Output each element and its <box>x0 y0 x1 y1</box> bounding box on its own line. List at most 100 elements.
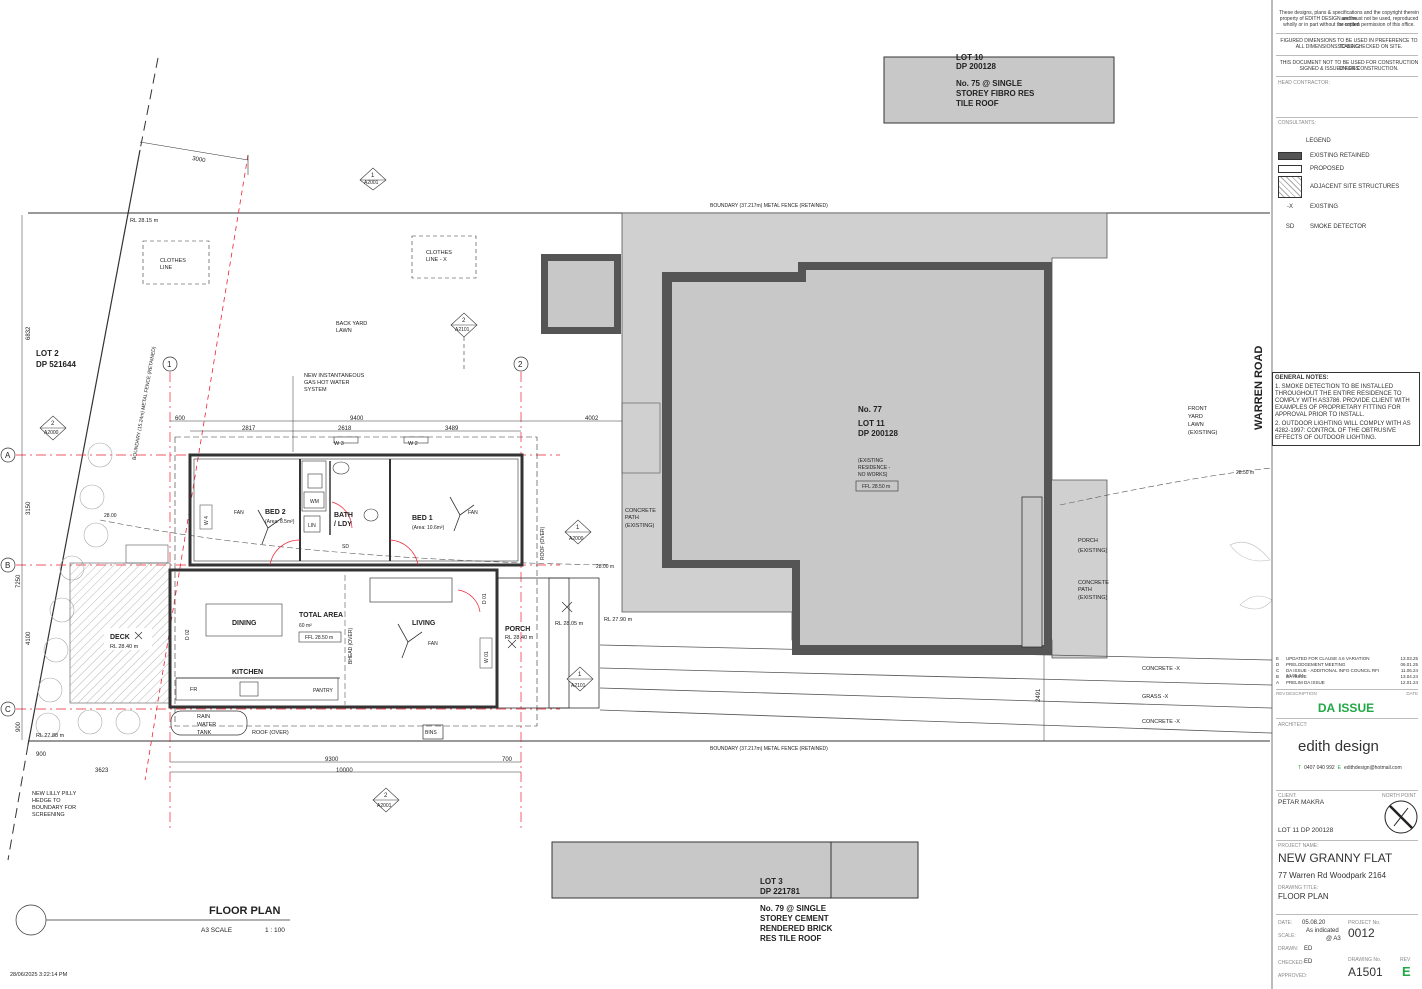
dim-3150: 3150 <box>26 501 32 515</box>
section-marker-2-a2001-bottom: 2 A2001 <box>372 787 400 813</box>
hedge-label-4: SCREENING <box>32 812 65 818</box>
back-yard-label-2: LAWN <box>336 328 352 334</box>
client-label: CLIENT: <box>1278 793 1297 799</box>
dim-900-horiz: 900 <box>36 752 47 758</box>
roof-over-outline <box>174 436 538 727</box>
lot10-label-4: STOREY FIBRO RES <box>956 89 1035 98</box>
section-marker-2-a2000-left: 2 A2000 <box>39 415 67 441</box>
legend-swatch-proposed <box>1278 165 1302 173</box>
section-marker-ref: A2001 <box>377 803 392 809</box>
legend-title: LEGEND <box>1306 138 1331 144</box>
no77-note-1: (EXISTING <box>858 458 883 464</box>
front-yard-3: LAWN <box>1188 422 1204 428</box>
contour-2800 <box>99 519 611 566</box>
drawing-number: A1501 <box>1348 965 1383 979</box>
room-bath-label: BATH <box>334 512 353 519</box>
grid-label-1: 1 <box>167 360 172 369</box>
room-ldy-label: / LDY <box>334 521 352 528</box>
scale-value: As indicated <box>1306 928 1339 934</box>
dim-4100: 4100 <box>26 631 32 645</box>
dim-9300: 9300 <box>325 757 339 763</box>
concrete-x-label: CONCRETE -X <box>1142 666 1180 672</box>
dim-2817: 2817 <box>242 426 256 432</box>
drawing-scale-value: 1 : 100 <box>265 927 285 934</box>
grid-bubble-b <box>0 557 16 573</box>
drawn-value: ED <box>1304 946 1313 952</box>
room-bed1-label: BED 1 <box>412 515 433 522</box>
title-block: These designs, plans & specifications an… <box>1272 0 1422 989</box>
drawing-title-bubble <box>15 904 47 936</box>
section-marker-num: 1 <box>578 672 582 678</box>
bins-label: BINS <box>425 730 437 736</box>
window-w01-label: W 01 <box>484 651 490 663</box>
grass-x-label: GRASS -X <box>1142 694 1169 700</box>
no77-interior <box>672 270 1044 645</box>
leaf-decoration <box>1229 541 1273 610</box>
driveway-lines <box>599 644 1273 734</box>
section-marker-ref: A2001 <box>364 180 379 186</box>
dims-note-1: FIGURED DIMENSIONS TO BE USED IN PREFERE… <box>1280 38 1418 50</box>
deck-rl: RL 28.40 m <box>110 644 139 650</box>
rl-2790: RL 27.90 m <box>604 617 633 623</box>
lot10-label-5: TILE ROOF <box>956 99 999 108</box>
window-storage <box>369 577 453 603</box>
roof-over-vertical-label: ROOF (OVER) <box>540 526 546 560</box>
rl-2805: RL 28.05 m <box>555 621 584 627</box>
bedroom-wing-walls <box>188 453 524 567</box>
dim-700: 700 <box>502 757 513 763</box>
clothes-line-x-label-2: LINE - X <box>426 257 447 263</box>
north-arrow-icon <box>1384 800 1418 834</box>
total-area-label: TOTAL AREA <box>299 612 343 619</box>
scale-label: SCALE: <box>1278 933 1296 939</box>
concrete-path-right-1: CONCRETE <box>1078 580 1109 586</box>
concrete-path-right-3: (EXISTING) <box>1078 595 1108 601</box>
clothes-line-label: CLOTHES <box>160 258 186 264</box>
legend-swatch-existing-retained <box>1278 152 1302 160</box>
porch-rl: RL 28.40 m <box>505 635 534 641</box>
section-marker-ref: A2000 <box>569 536 584 542</box>
dim-2491: 2491 <box>1036 688 1042 702</box>
grid-label-b: B <box>5 561 10 570</box>
dim-3000: 3000 <box>192 156 207 164</box>
lot2-label-1: LOT 2 <box>36 349 59 358</box>
back-yard-label: BACK YARD <box>336 321 367 327</box>
dims-note-2: ALL DIMENSIONS TO BE CHECKED ON SITE. <box>1295 44 1403 50</box>
lot-dp: LOT 11 DP 200128 <box>1278 827 1334 834</box>
room-bed2-area: (Area: 8.5m²) <box>265 519 295 525</box>
general-notes-title: GENERAL NOTES: <box>1275 375 1329 381</box>
rain-tank-label-1: RAIN <box>197 714 210 720</box>
concrete-path-label-2: PATH <box>625 515 639 521</box>
boundary-top-label: BOUNDARY (37.217m) METAL FENCE (RETAINED… <box>710 203 828 209</box>
construction-note-1: THIS DOCUMENT NOT TO BE USED FOR CONSTRU… <box>1279 60 1419 72</box>
scale-value-2: @ A3 <box>1326 936 1341 942</box>
grid-label-a: A <box>5 451 11 460</box>
front-yard-2: YARD <box>1188 414 1203 420</box>
lot3-label-4: STOREY CEMENT <box>760 914 829 923</box>
concrete-path-right-2: PATH <box>1078 587 1092 593</box>
section-marker-ref: A2000 <box>44 430 59 436</box>
project-address: 77 Warren Rd Woodpark 2164 <box>1278 871 1387 880</box>
dim-4002: 4002 <box>585 416 599 422</box>
legend-swatch-adjacent <box>1278 176 1302 198</box>
room-living-label: LIVING <box>412 620 436 627</box>
section-marker-num: 2 <box>51 421 55 427</box>
grid-bubble-c <box>0 701 16 717</box>
copyright-1: These designs, plans & specifications an… <box>1279 10 1419 22</box>
lot10-label-1: LOT 10 <box>956 53 984 62</box>
project-name-label: PROJECT NAME: <box>1278 843 1319 849</box>
fridge-label: FR <box>190 687 197 693</box>
head-contractor-label: HEAD CONTRACTOR: <box>1278 80 1330 86</box>
porch-deck <box>496 577 570 709</box>
fan-icons <box>257 496 475 659</box>
lot3-label-1: LOT 3 <box>760 877 783 886</box>
door-d01-label: D 01 <box>482 593 488 604</box>
drawn-label: DRAWN: <box>1278 946 1299 952</box>
revision-letter: E <box>1402 964 1411 979</box>
total-area-value: 60 m² <box>299 623 312 629</box>
bins <box>422 724 444 740</box>
dim-7250: 7250 <box>16 574 22 588</box>
